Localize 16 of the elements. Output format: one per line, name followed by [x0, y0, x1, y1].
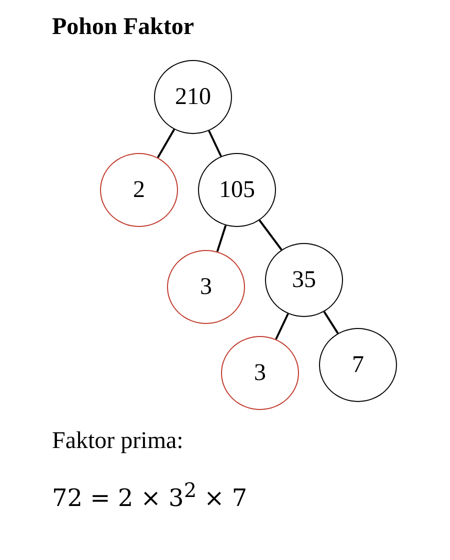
connector-line	[216, 225, 227, 252]
label-text: Faktor prima:	[52, 428, 184, 455]
diagram-title: Pohon Faktor	[52, 14, 194, 41]
connector-line	[275, 313, 289, 340]
node-number: 3	[200, 274, 212, 300]
node-number: 7	[352, 352, 364, 378]
node-number: 210	[175, 84, 211, 110]
connector-line	[156, 128, 176, 158]
node-number: 105	[219, 176, 255, 204]
connector-line	[208, 130, 222, 157]
node-number: 2	[133, 176, 145, 204]
node-number: 35	[292, 266, 316, 294]
connector-line	[323, 311, 339, 334]
node-number: 3	[254, 360, 266, 386]
formula-text: 72 = 2 × 3$^{2}$ × 7	[52, 478, 248, 512]
connector-line	[258, 220, 282, 250]
